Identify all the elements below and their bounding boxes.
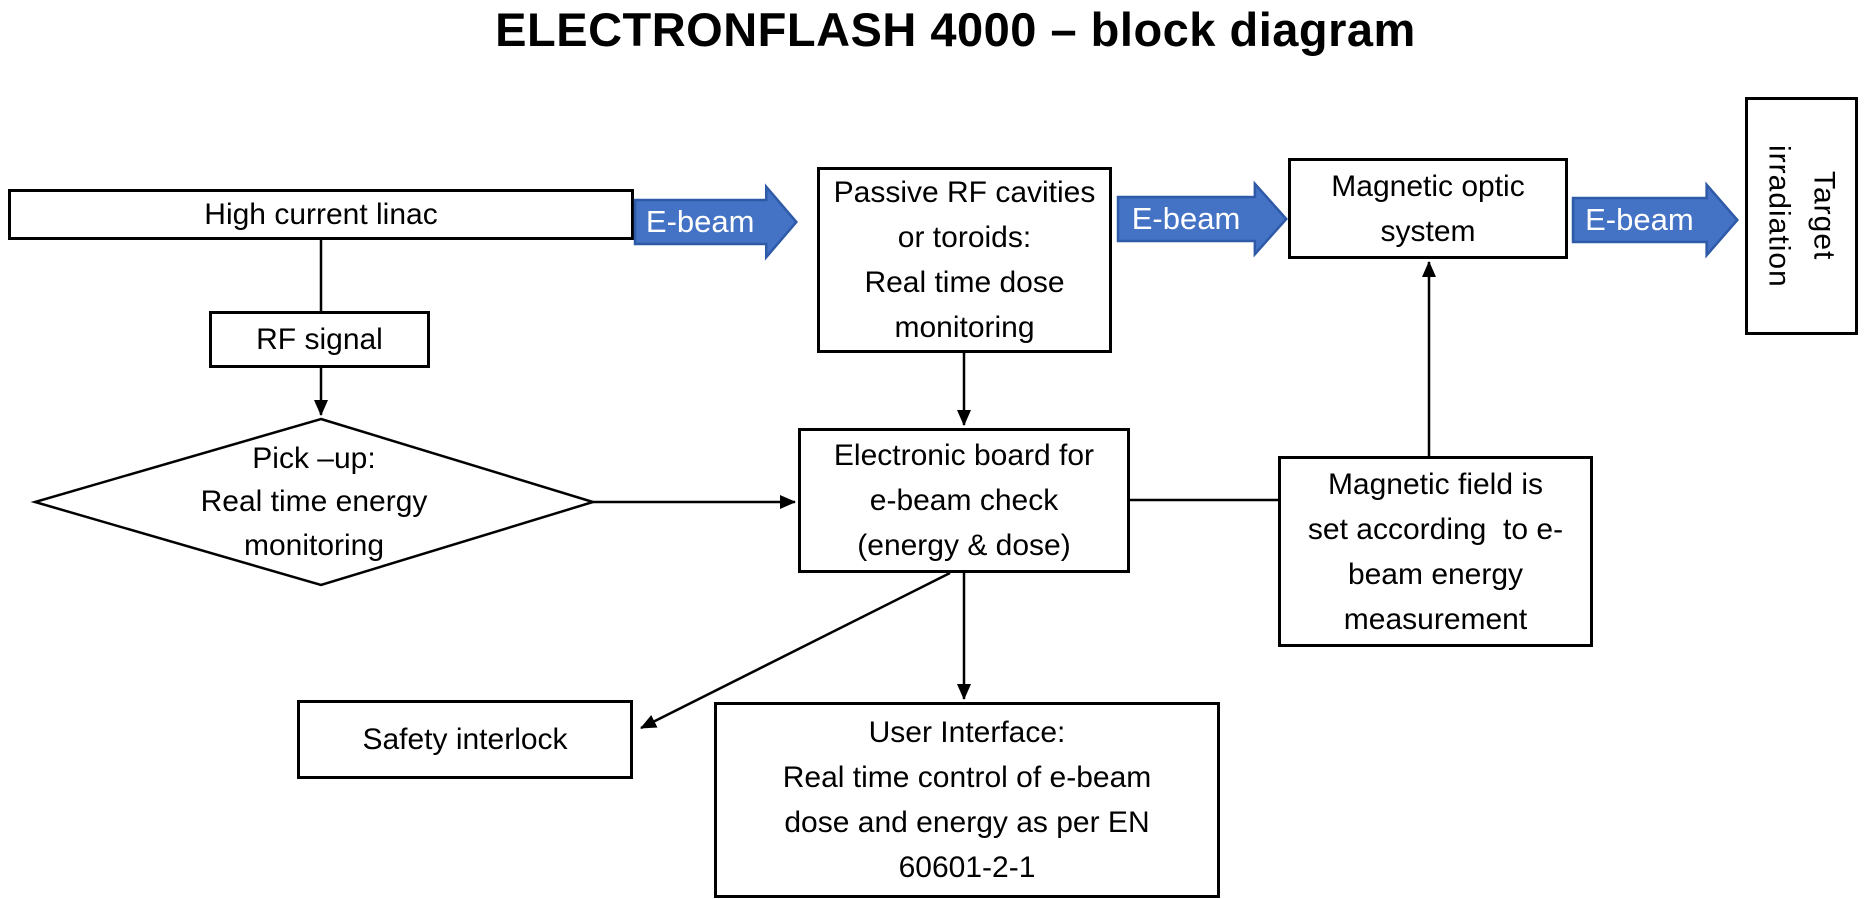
node-safety-interlock: Safety interlock (297, 700, 633, 779)
node-magnetic-optic-system-label: Magnetic optic system (1331, 169, 1525, 248)
node-user-interface: User Interface: Real time control of e-b… (714, 702, 1220, 898)
edge-electronic-board-to-safety-interlock (640, 571, 951, 730)
node-target-irradiation: Target irradiation (1745, 97, 1858, 335)
node-electronic-board-label: Electronic board for e-beam check (energ… (833, 439, 1095, 562)
node-pickup-label-block: Pick –up: Real time energy monitoring (99, 433, 529, 571)
node-passive-rf-cavities-label: Passive RF cavities or toroids: Real tim… (833, 176, 1096, 344)
ebeam-arrow-2-label: E-beam (1131, 201, 1241, 236)
ebeam-arrow-3: E-beam (1573, 184, 1739, 256)
node-rf-signal-label: RF signal (256, 323, 383, 356)
ebeam-arrow-3-label: E-beam (1585, 202, 1694, 237)
node-magnetic-field-label: Magnetic field is set according to e- be… (1307, 467, 1564, 636)
node-magnetic-field: Magnetic field is set according to e- be… (1278, 456, 1593, 647)
node-rf-signal: RF signal (209, 311, 430, 368)
node-pickup-label: Pick –up: Real time energy monitoring (200, 441, 428, 562)
node-user-interface-label: User Interface: Real time control of e-b… (782, 716, 1152, 884)
block-arrow-shape (635, 187, 796, 258)
node-high-current-linac: High current linac (8, 189, 634, 240)
node-electronic-board: Electronic board for e-beam check (energ… (798, 428, 1130, 573)
node-target-irradiation-label: Target irradiation (1762, 144, 1841, 288)
block-arrow-right-icon (635, 186, 798, 258)
node-high-current-linac-label: High current linac (204, 198, 438, 231)
node-passive-rf-cavities: Passive RF cavities or toroids: Real tim… (817, 167, 1112, 353)
pickup-diamond-shape (30, 417, 598, 587)
block-arrow-right-icon (1573, 184, 1739, 256)
node-magnetic-optic-system: Magnetic optic system (1288, 158, 1568, 259)
diagram-title: ELECTRONFLASH 4000 – block diagram (495, 3, 1416, 56)
node-safety-interlock-label: Safety interlock (362, 723, 568, 756)
block-arrow-right-icon (1118, 183, 1288, 255)
ebeam-arrow-2: E-beam (1118, 183, 1288, 255)
block-arrow-shape (1118, 184, 1286, 255)
block-arrow-shape (1573, 185, 1737, 256)
ebeam-arrow-1-label: E-beam (645, 204, 755, 239)
ebeam-arrow-1: E-beam (635, 186, 798, 258)
